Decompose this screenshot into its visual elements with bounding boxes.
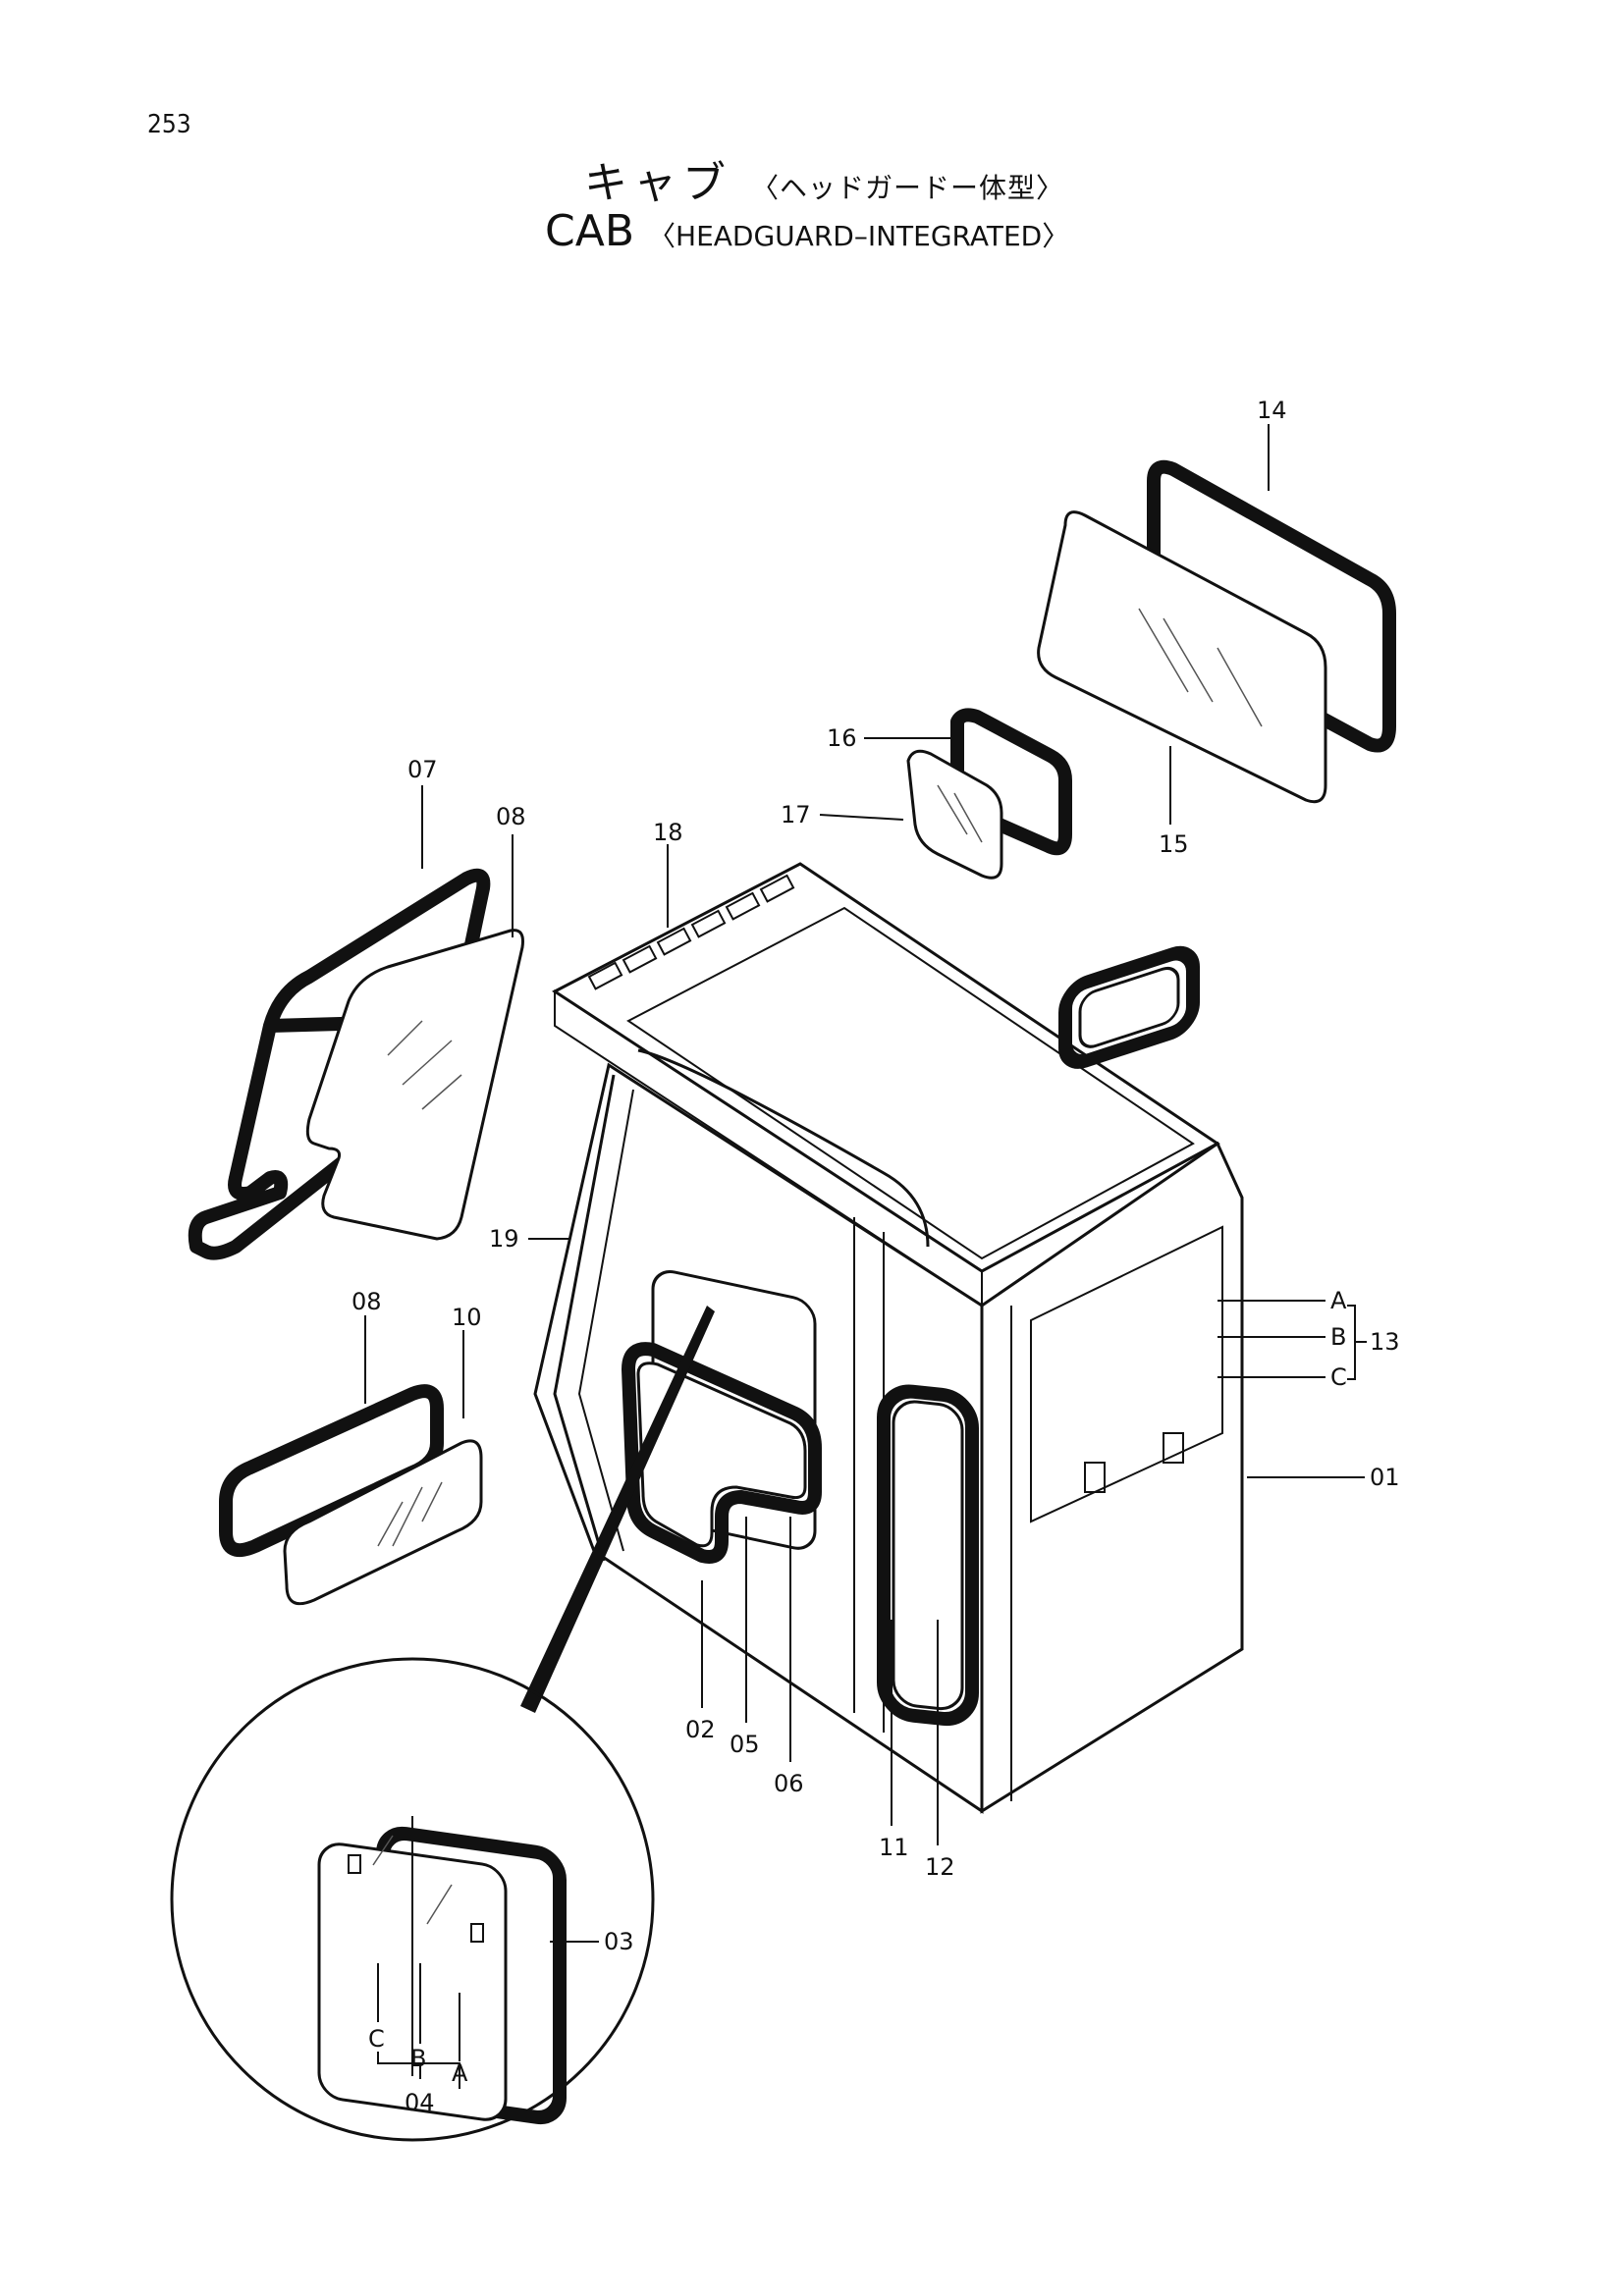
handrail	[637, 1048, 930, 1248]
side-window-seal	[877, 1384, 979, 1727]
cab-roof-edge	[554, 989, 983, 1308]
title-japanese: キャブ 〈ヘッドガードー体型〉	[584, 147, 1064, 210]
callout-13-b: B	[1330, 1323, 1346, 1351]
title-english-main: CAB	[545, 206, 635, 256]
callout-04-a: A	[452, 2059, 468, 2087]
front-window-panel	[1030, 1225, 1223, 1523]
cab-roof	[552, 862, 1220, 1273]
title-japanese-main: キャブ	[584, 158, 731, 208]
front-bracket-right	[1163, 1432, 1184, 1464]
callout-16: 16	[827, 724, 857, 752]
callout-08-upper: 08	[496, 803, 526, 830]
callout-13-a: A	[1330, 1287, 1347, 1314]
part-15-glass	[1037, 510, 1327, 804]
callout-10: 10	[452, 1304, 482, 1331]
part-10-glass	[283, 1439, 483, 1606]
callout-05: 05	[730, 1731, 760, 1758]
callout-13: 13	[1370, 1328, 1400, 1356]
callout-15: 15	[1159, 830, 1189, 858]
callout-08-lower: 08	[352, 1288, 382, 1315]
door-frame-inner	[577, 1089, 634, 1552]
front-window-seal	[1058, 945, 1200, 1069]
callout-12: 12	[925, 1853, 955, 1881]
part-07-08-window	[188, 868, 524, 1260]
leader-lines	[364, 424, 1367, 2089]
callout-03: 03	[604, 1928, 634, 1955]
door-frame	[553, 1074, 616, 1562]
detail-pointer	[520, 1306, 715, 1713]
title-english: CAB 〈HEADGUARD–INTEGRATED〉	[545, 206, 1069, 256]
callout-13-c: C	[1330, 1363, 1347, 1391]
front-window-glass	[1078, 966, 1180, 1048]
side-window-glass	[892, 1400, 964, 1711]
front-bracket-left	[1084, 1462, 1106, 1493]
callout-14: 14	[1257, 397, 1287, 424]
callout-04-b: B	[410, 2045, 426, 2072]
detail-circle-outline	[170, 1657, 655, 2142]
callout-02: 02	[685, 1716, 716, 1743]
cab-front-face	[980, 1141, 1244, 1814]
callout-06: 06	[774, 1770, 804, 1797]
part-16-17-window	[906, 708, 1072, 880]
callout-07: 07	[407, 756, 438, 783]
door-lower-seal	[622, 1342, 822, 1564]
title-english-sub: 〈HEADGUARD–INTEGRATED〉	[648, 220, 1070, 252]
callout-19: 19	[489, 1225, 519, 1253]
callout-04: 04	[405, 2089, 435, 2116]
part-08-lower-seal	[219, 1384, 444, 1557]
title-japanese-sub: 〈ヘッドガードー体型〉	[751, 172, 1065, 204]
callout-18: 18	[653, 819, 683, 846]
callout-04-c: C	[368, 2025, 385, 2053]
cab-roof-panel	[626, 906, 1195, 1260]
door-lower-glass	[636, 1362, 807, 1548]
cab-body	[533, 862, 1244, 1814]
callout-17: 17	[781, 801, 811, 828]
page-number: 253	[147, 110, 191, 139]
callout-11: 11	[879, 1834, 909, 1861]
callout-01: 01	[1370, 1464, 1400, 1491]
roof-vents	[587, 874, 795, 990]
part-14-15-window	[1037, 459, 1396, 804]
part-08-glass	[305, 929, 524, 1241]
cab-left-side	[533, 1062, 984, 1814]
part-08-10-window	[219, 1384, 483, 1606]
